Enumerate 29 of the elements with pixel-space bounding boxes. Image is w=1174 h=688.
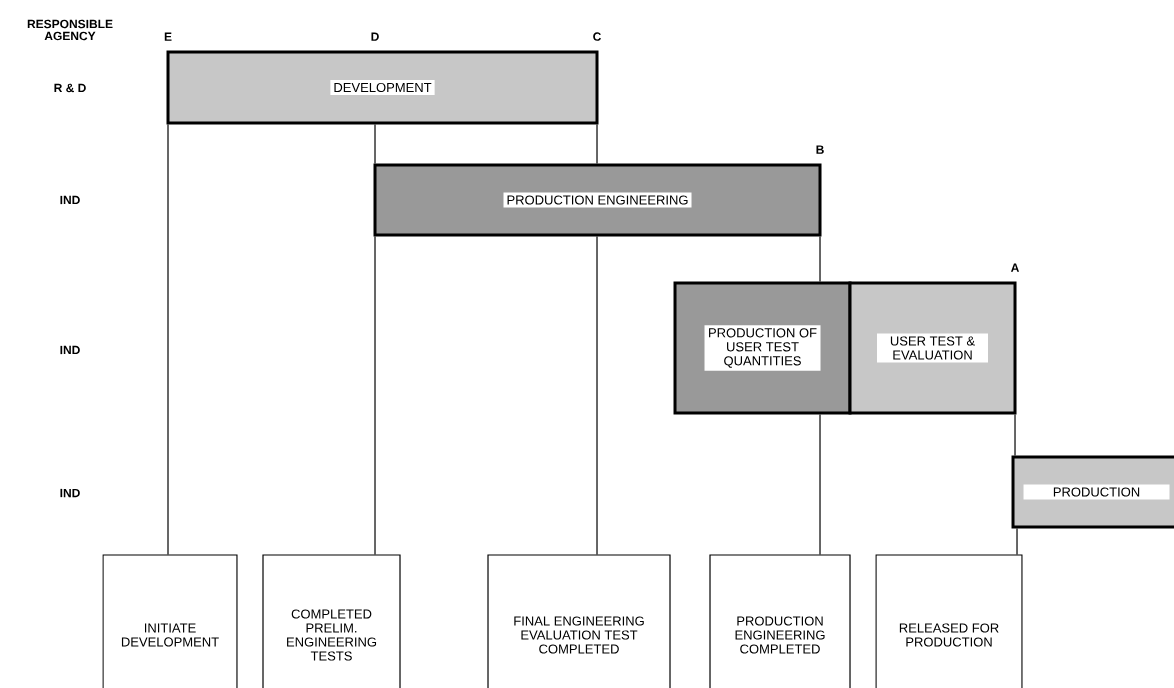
shaded-bar: PRODUCTION bbox=[1011, 455, 1174, 529]
agency-label: IND bbox=[60, 195, 80, 205]
connector-line bbox=[374, 235, 376, 555]
agency-label: IND bbox=[60, 345, 80, 355]
milestone-letter: C bbox=[593, 32, 601, 41]
connector-line bbox=[1014, 413, 1016, 457]
shaded-bar: DEVELOPMENT bbox=[166, 50, 599, 125]
hatched-bar: PRODUCTION OF USER TEST QUANTITIES bbox=[673, 281, 852, 415]
agency-label: IND bbox=[60, 488, 80, 498]
milestone-box: COMPLETED PRELIM. ENGINEERING TESTS bbox=[262, 554, 401, 688]
connector-line bbox=[167, 123, 169, 555]
connector-line bbox=[819, 413, 821, 555]
connector-line bbox=[374, 123, 376, 165]
milestone-box: INITIATE DEVELOPMENT bbox=[102, 554, 238, 688]
milestone-letter: A bbox=[1011, 263, 1020, 272]
shaded-bar: USER TEST & EVALUATION bbox=[848, 281, 1017, 415]
agency-label: R & D bbox=[54, 83, 86, 93]
milestone-box: PRODUCTION ENGINEERING COMPLETED bbox=[709, 554, 851, 688]
connector-line bbox=[1016, 527, 1018, 555]
milestone-box: FINAL ENGINEERING EVALUATION TEST COMPLETED bbox=[487, 554, 671, 688]
hatched-bar: PRODUCTION ENGINEERING bbox=[373, 163, 822, 237]
connector-line bbox=[596, 123, 598, 165]
milestone-letter: B bbox=[816, 145, 824, 154]
agency-label: RESPONSIBLE AGENCY bbox=[27, 19, 113, 41]
milestone-letter: D bbox=[371, 32, 379, 41]
connector-line bbox=[596, 235, 598, 555]
milestone-letter: E bbox=[164, 32, 172, 41]
milestone-box: RELEASED FOR PRODUCTION bbox=[875, 554, 1023, 688]
connector-line bbox=[819, 235, 821, 283]
